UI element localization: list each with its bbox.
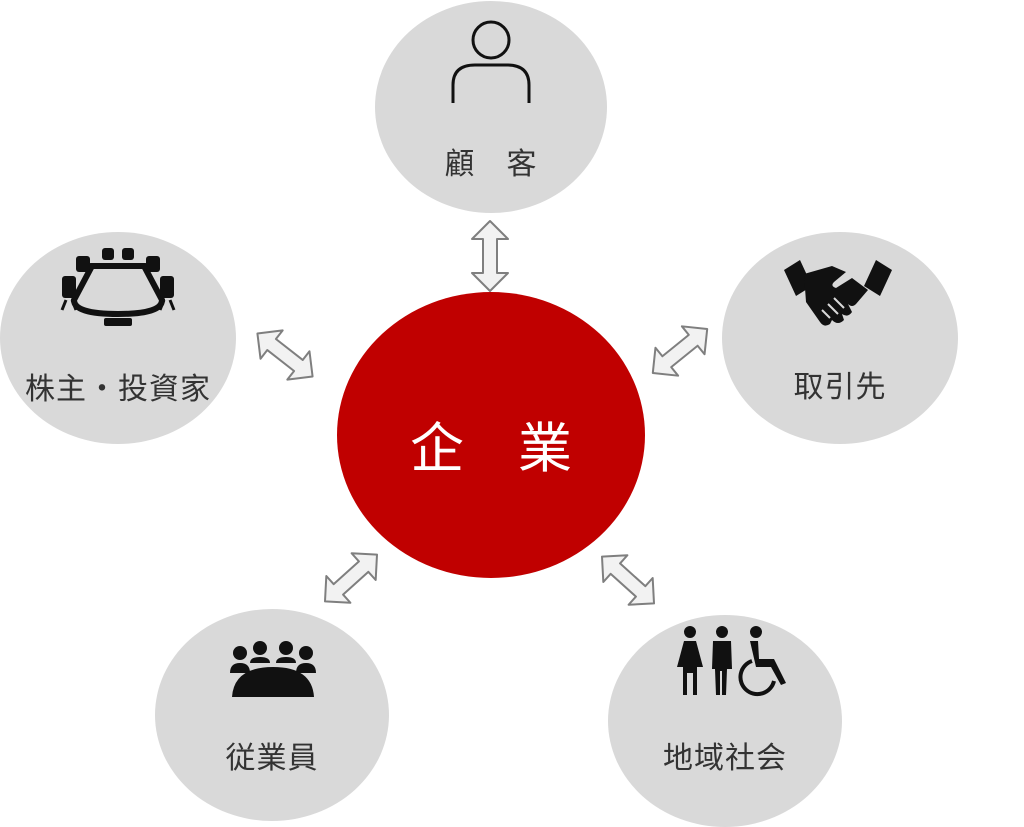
node-label-employees: 従業員	[225, 741, 319, 776]
node-label-partner: 取引先	[793, 370, 887, 405]
center-enterprise: 企 業	[337, 292, 645, 578]
node-label-shareholders: 株主・投資家	[25, 372, 211, 407]
node-employees: 従業員	[155, 609, 389, 821]
group-icon	[230, 641, 316, 697]
person-icon	[451, 20, 531, 103]
arrow-employees	[323, 552, 379, 604]
people-accessibility-icon	[677, 626, 786, 697]
arrow-shareholders	[256, 329, 314, 381]
node-community: 地域社会	[608, 615, 842, 827]
node-partner: 取引先	[722, 232, 958, 444]
arrow-community	[600, 554, 656, 606]
node-customer: 顧 客	[375, 1, 607, 213]
conference-table-icon	[60, 248, 176, 326]
node-shareholders: 株主・投資家	[0, 232, 236, 444]
arrow-customer	[471, 220, 509, 292]
center-label: 企 業	[410, 417, 572, 480]
handshake-icon	[784, 260, 892, 326]
arrow-partner	[651, 325, 709, 377]
node-label-customer: 顧 客	[444, 147, 538, 182]
node-label-community: 地域社会	[663, 741, 787, 776]
